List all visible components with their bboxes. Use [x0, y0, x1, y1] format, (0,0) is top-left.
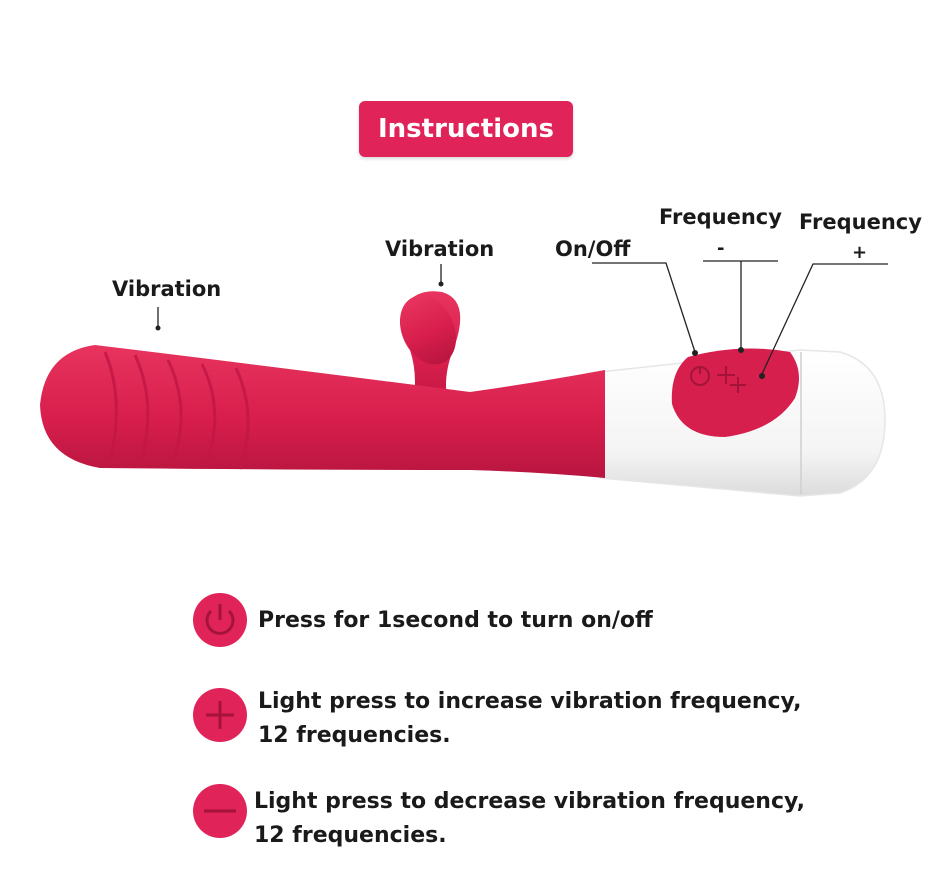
plus-instruction-line1: Light press to increase vibration freque… — [258, 689, 802, 714]
power-instruction-line1: Press for 1second to turn on/off — [258, 608, 653, 633]
product-illustration — [40, 260, 888, 497]
legend-row-minus: Light press to decrease vibration freque… — [192, 783, 892, 853]
shaft-ridges — [103, 351, 250, 470]
control-panel — [671, 348, 799, 437]
legend-row-power: Press for 1second to turn on/off — [192, 592, 892, 652]
plus-instruction: Light press to increase vibration freque… — [258, 685, 802, 753]
minus-instruction-line1: Light press to decrease vibration freque… — [254, 789, 805, 814]
callout-lines — [157, 260, 888, 375]
frequency-minus-label: Frequency — [659, 205, 782, 229]
power-instruction: Press for 1second to turn on/off — [258, 604, 653, 638]
callout-dots — [155, 281, 765, 379]
minus-instruction: Light press to decrease vibration freque… — [254, 785, 805, 853]
minus-instruction-line2: 12 frequencies. — [254, 823, 447, 848]
minus-icon — [193, 784, 247, 838]
main-shaft — [40, 345, 605, 478]
vibration-tip-label: Vibration — [385, 237, 495, 261]
clitoral-tip — [399, 295, 457, 365]
frequency-plus-sign: + — [852, 242, 868, 263]
plus-instruction-line2: 12 frequencies. — [258, 723, 451, 748]
vibration-shaft-label: Vibration — [112, 277, 222, 301]
instructions-title: Instructions — [359, 101, 573, 157]
panel-symbols — [690, 366, 746, 393]
power-icon — [193, 593, 247, 647]
frequency-minus-sign: - — [717, 238, 725, 259]
frequency-plus-label: Frequency — [799, 210, 922, 234]
on-off-label: On/Off — [555, 237, 631, 261]
legend-row-plus: Light press to increase vibration freque… — [192, 687, 892, 757]
plus-icon — [193, 688, 247, 742]
